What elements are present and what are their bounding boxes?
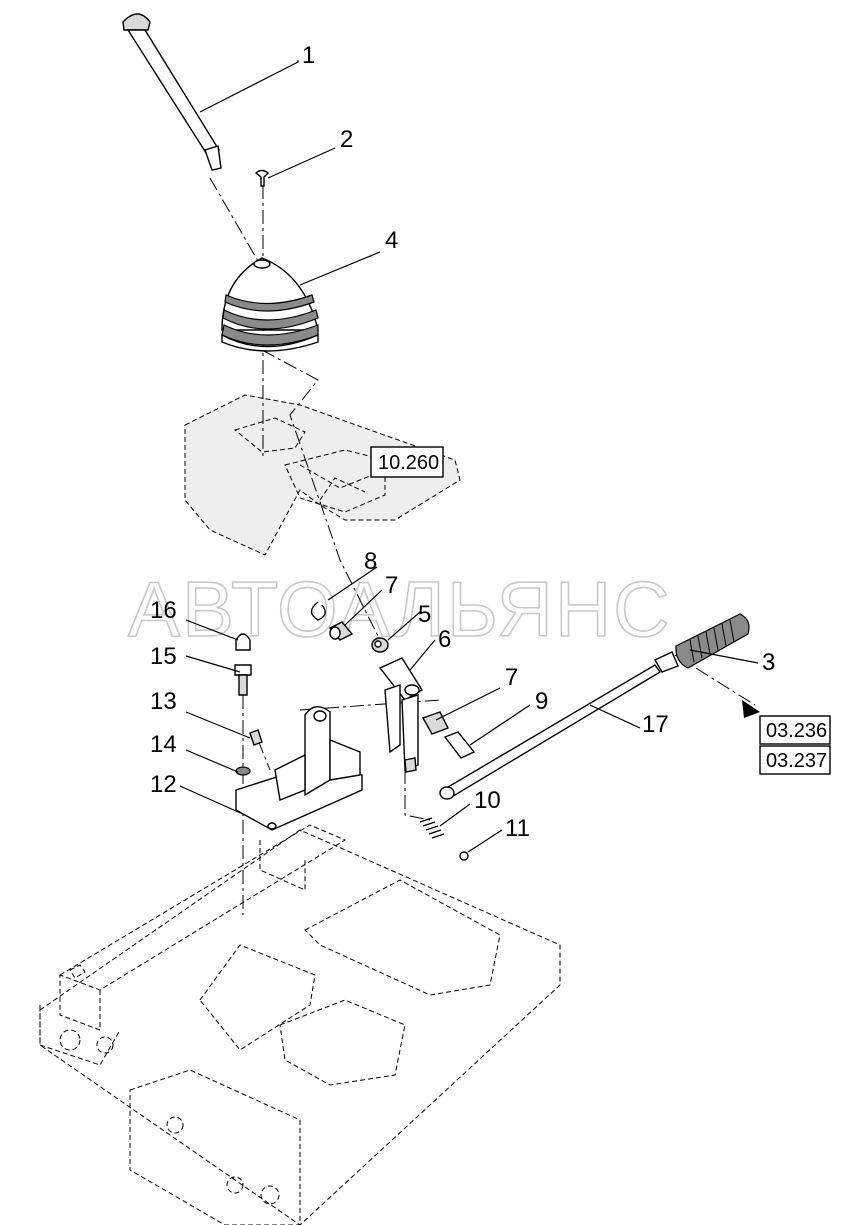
spring-clip	[310, 601, 326, 621]
callout-9: 9	[535, 688, 548, 715]
clevis-pin	[443, 731, 476, 759]
cap-nut	[235, 633, 251, 651]
callout-2: 2	[340, 126, 353, 153]
reference-box-link-a[interactable]: 03.236	[759, 715, 831, 745]
gear-lever	[122, 13, 222, 171]
watermark: АВТОАЛЬЯНС	[128, 565, 672, 653]
callout-11: 11	[505, 815, 530, 842]
callout-12: 12	[150, 771, 177, 798]
callout-1: 1	[302, 42, 315, 69]
bushing-upper	[328, 621, 354, 641]
mounting-bracket	[235, 706, 363, 831]
grip	[675, 613, 750, 669]
callout-15: 15	[150, 643, 177, 670]
chassis-frame	[39, 824, 561, 1225]
shift-link	[378, 657, 423, 773]
pin	[254, 169, 270, 187]
bushing	[371, 637, 389, 653]
reference-label-console: 10.260	[378, 452, 439, 474]
control-rod	[439, 651, 679, 800]
callout-8: 8	[364, 548, 377, 575]
rubber-boot	[221, 257, 319, 352]
small-bolt	[249, 729, 263, 746]
callout-7-lower: 7	[505, 664, 518, 691]
bolt	[234, 664, 252, 696]
console-housing	[184, 394, 461, 556]
reference-box-console[interactable]: 10.260	[370, 446, 444, 478]
reference-label-link-a: 03.236	[766, 720, 827, 742]
callout-14: 14	[150, 731, 177, 758]
washer	[235, 766, 251, 776]
reference-label-link-b: 03.237	[766, 750, 827, 772]
spring	[419, 817, 445, 839]
leader-lines	[179, 60, 759, 853]
callout-17: 17	[642, 711, 669, 738]
callout-7-upper: 7	[385, 572, 398, 599]
callout-6: 6	[438, 626, 451, 653]
callout-10: 10	[474, 787, 501, 814]
callout-16: 16	[150, 597, 177, 624]
reference-box-link-b[interactable]: 03.237	[759, 745, 831, 775]
callout-13: 13	[150, 688, 177, 715]
arrow-to-references	[742, 700, 760, 718]
callout-4: 4	[385, 227, 398, 254]
ball	[459, 851, 469, 861]
callout-3: 3	[762, 649, 775, 676]
callouts: 1 2 3 4 5 6 7 7 8 9 10 11 12 13 14 15 16…	[150, 42, 775, 842]
callout-5: 5	[418, 601, 431, 628]
